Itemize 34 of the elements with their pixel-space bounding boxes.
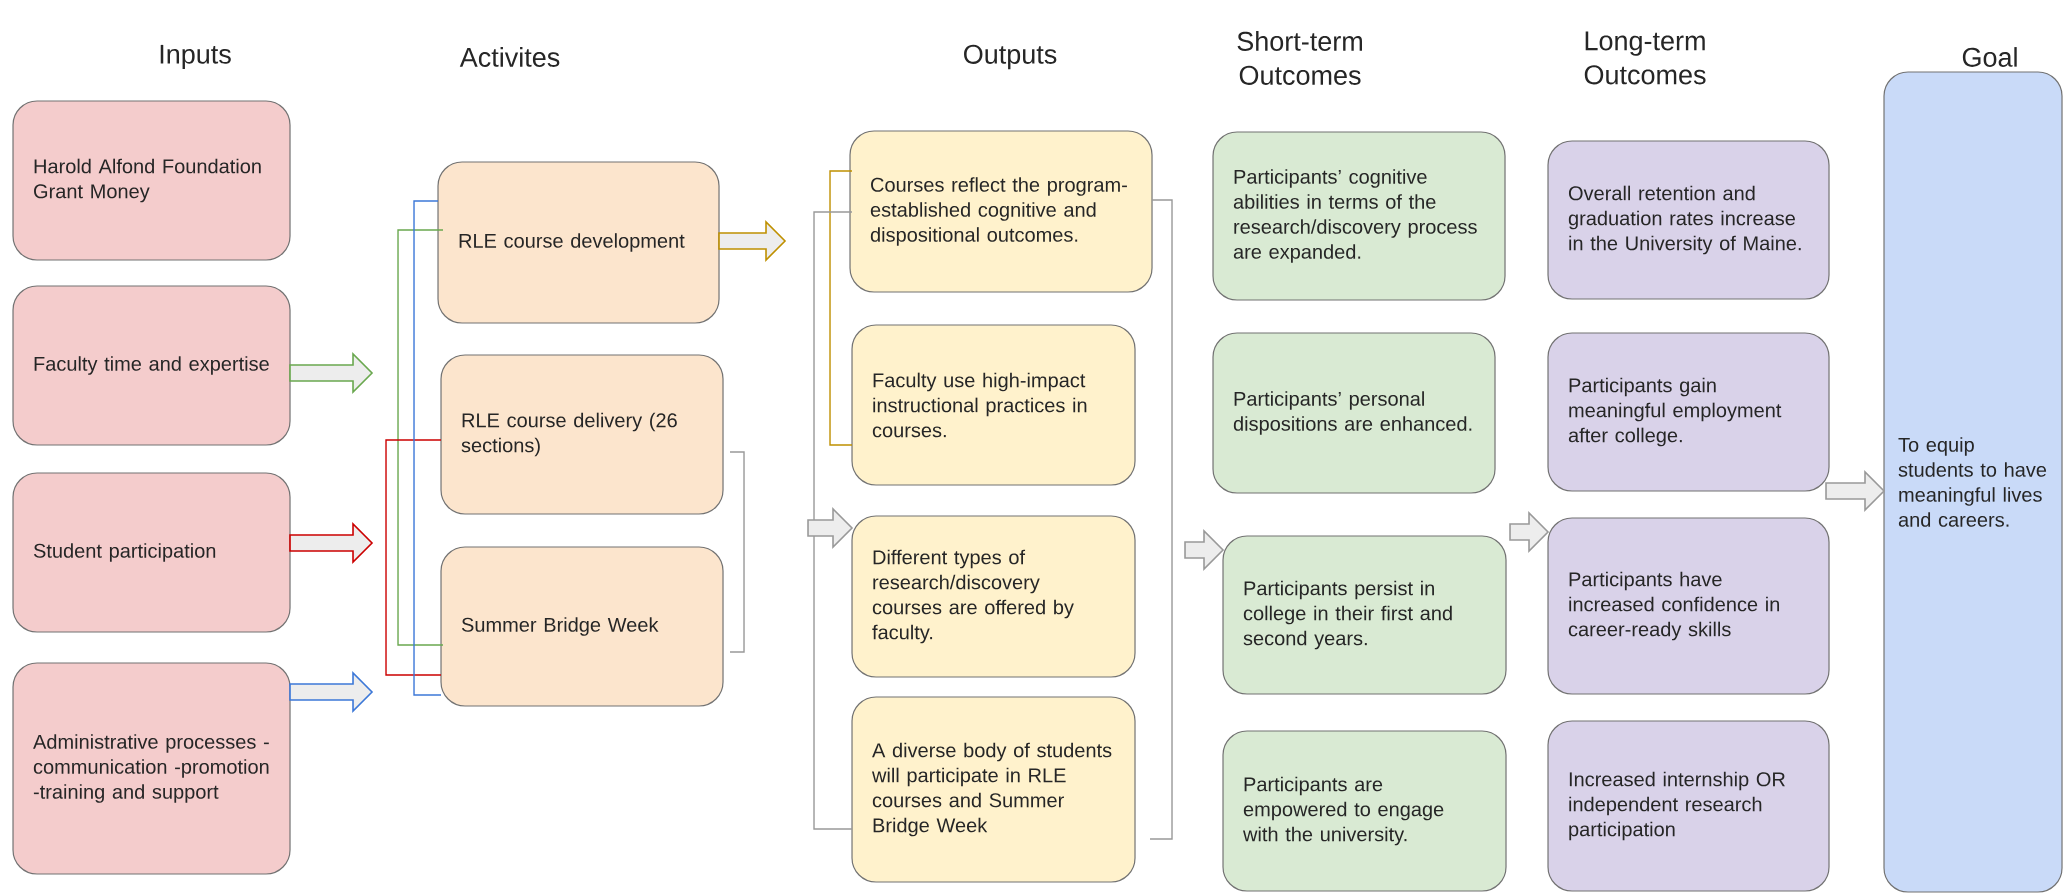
process-box: RLE course development	[437, 161, 720, 324]
column-heading: Outputs	[964, 44, 1057, 70]
process-box: Harold Alfond Foundation Grant Money	[12, 100, 291, 261]
block-arrow	[289, 352, 374, 394]
block-arrow	[1825, 470, 1886, 512]
block-arrow	[289, 522, 374, 564]
column-heading: Short-term Outcomes	[1237, 31, 1362, 85]
block-arrow	[1184, 529, 1225, 571]
process-box: Different types of research/discovery courses are offered by faculty.	[851, 515, 1136, 678]
column-heading: Long-term Outcomes	[1584, 31, 1706, 85]
process-box: Participants are empowered to engage with the university.	[1222, 730, 1507, 892]
block-arrow	[807, 507, 854, 549]
process-box: Student participation	[12, 472, 291, 633]
goal-box: To equip students to have meaningful lives and careers.	[1883, 71, 2063, 893]
block-arrow	[289, 671, 374, 713]
process-box: RLE course delivery (26 sections)	[440, 354, 724, 515]
process-box: Administrative processes -communication -promotion -training and support	[12, 662, 291, 875]
process-box: Participants persist in college in their first and second years.	[1222, 535, 1507, 695]
process-box: A diverse body of students will participate in RLE courses and Summer Bridge Week	[851, 696, 1136, 883]
process-box: Participants have increased confidence in career-ready skills	[1547, 517, 1830, 695]
process-box: Courses reflect the program-established cognitive and dispositional outcomes.	[849, 130, 1153, 293]
block-arrow	[718, 220, 787, 262]
block-arrow	[1509, 511, 1550, 553]
process-box: Participants’ cognitive abilities in terms of the research/discovery process are expanded.	[1212, 131, 1506, 301]
process-box: Participants’ personal dispositions are enhanced.	[1212, 332, 1496, 494]
column-heading: Activites	[459, 47, 560, 67]
process-box: Faculty use high-impact instructional practices in courses.	[851, 324, 1136, 486]
column-heading: Goal	[1962, 47, 2017, 67]
process-box: Increased internship OR independent research participation	[1547, 720, 1830, 892]
process-box: Participants gain meaningful employment after college.	[1547, 332, 1830, 492]
process-box: Faculty time and expertise	[12, 285, 291, 446]
process-box: Overall retention and graduation rates increase in the University of Maine.	[1547, 140, 1830, 300]
process-box: Summer Bridge Week	[440, 546, 724, 707]
column-heading: Inputs	[160, 44, 231, 70]
